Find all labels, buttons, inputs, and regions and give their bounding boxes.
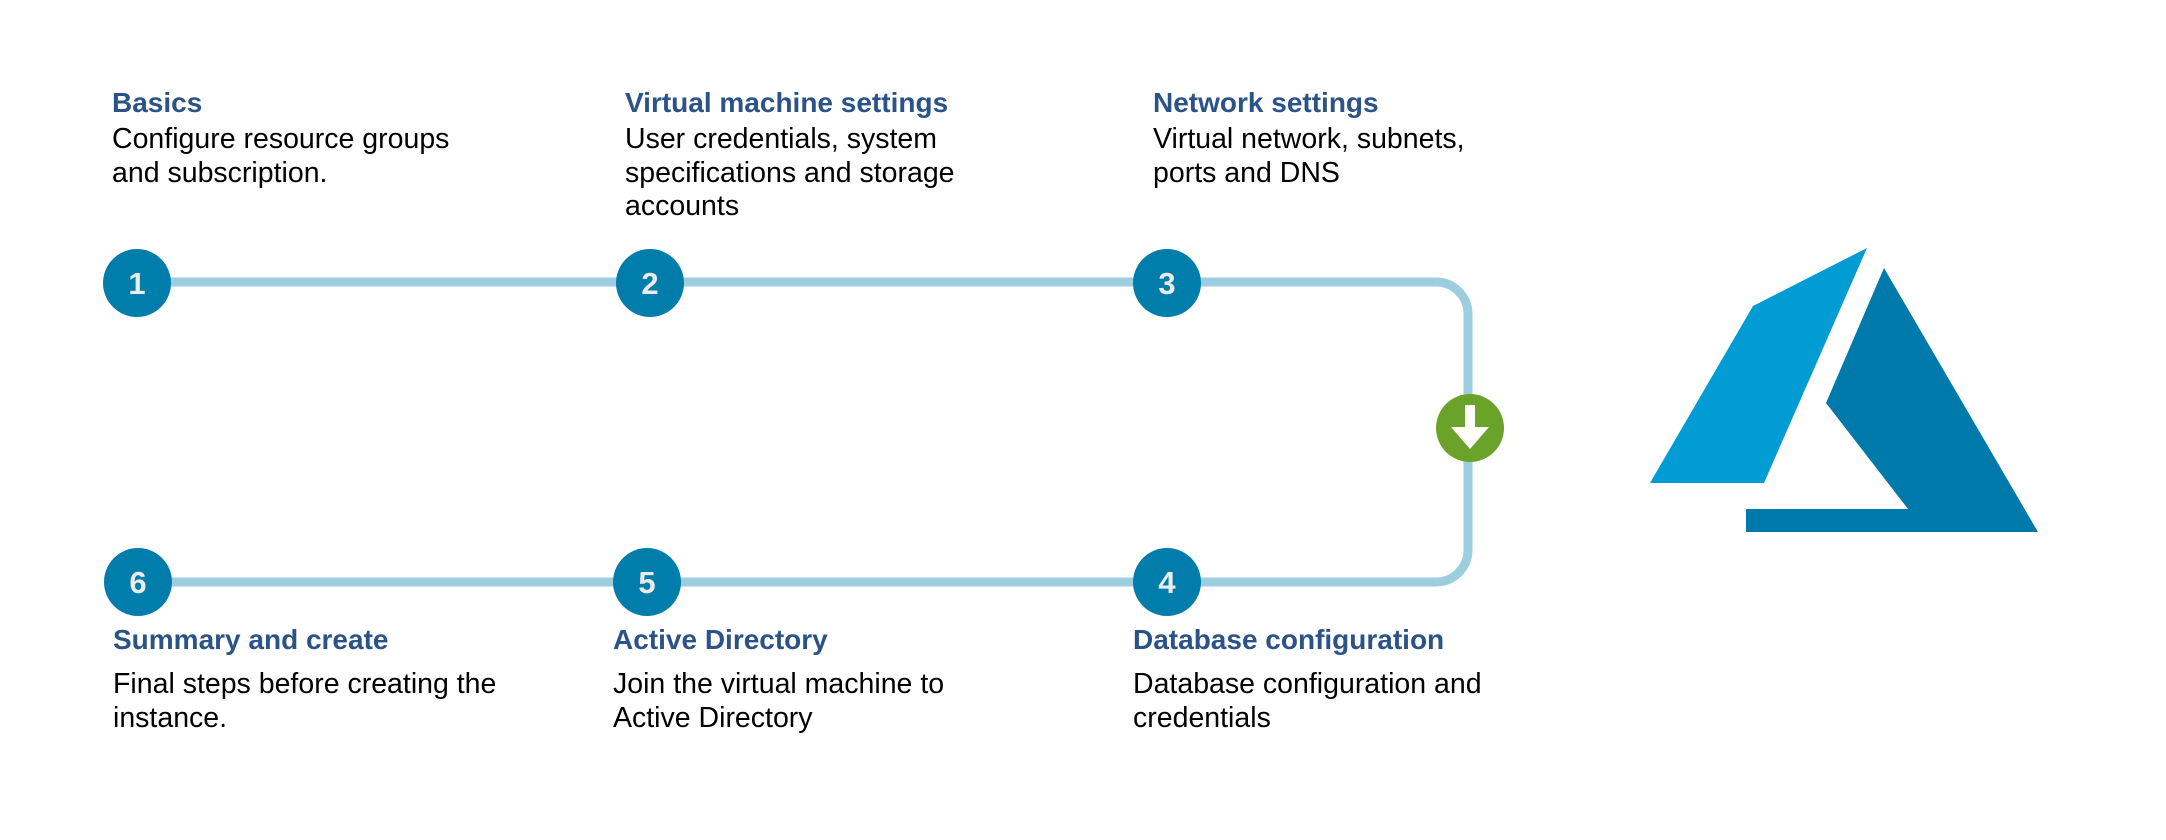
azure-logo-left-shape (1650, 248, 1867, 483)
step-description: Database configuration and credentials (1133, 668, 1482, 734)
step-marker-1: 1 (103, 249, 171, 317)
step-5-text: Active Directory Join the virtual machin… (613, 623, 1073, 735)
step-title: Network settings (1153, 87, 1379, 118)
step-number: 3 (1158, 266, 1175, 301)
azure-logo (1650, 248, 2038, 532)
arrow-down-badge (1436, 394, 1504, 462)
step-marker-5: 5 (613, 548, 681, 616)
step-3-text: Network settings Virtual network, subnet… (1153, 86, 1613, 190)
step-1-text: Basics Configure resource groups and sub… (112, 86, 572, 190)
step-number: 6 (129, 565, 146, 600)
azure-logo-right-shape (1746, 268, 2038, 532)
connector-line (137, 277, 1473, 587)
step-title: Virtual machine settings (625, 87, 949, 118)
step-circle (1133, 548, 1201, 616)
step-title: Active Directory (613, 624, 828, 655)
step-circle (104, 548, 172, 616)
step-circle (616, 249, 684, 317)
step-4-text: Database configuration Database configur… (1133, 623, 1593, 735)
arrow-down-icon (1451, 405, 1489, 449)
step-title: Database configuration (1133, 624, 1445, 655)
step-number: 4 (1158, 565, 1176, 600)
step-marker-6: 6 (104, 548, 172, 616)
step-description: Join the virtual machine to Active Direc… (613, 668, 945, 734)
step-title: Basics (112, 87, 203, 118)
step-number: 1 (128, 266, 145, 301)
step-circle (1133, 249, 1201, 317)
step-6-text: Summary and create Final steps before cr… (113, 623, 573, 735)
step-marker-2: 2 (616, 249, 684, 317)
step-description: Final steps before creating the instance… (113, 668, 497, 734)
step-description: User credentials, system specifications … (625, 123, 955, 222)
step-circle (613, 548, 681, 616)
step-2-text: Virtual machine settings User credential… (625, 86, 1085, 224)
step-marker-3: 3 (1133, 249, 1201, 317)
step-marker-4: 4 (1133, 548, 1201, 616)
step-number: 2 (641, 266, 658, 301)
step-description: Configure resource groups and subscripti… (112, 123, 450, 189)
step-circle (103, 249, 171, 317)
step-title: Summary and create (113, 624, 389, 655)
step-number: 5 (638, 565, 655, 600)
step-description: Virtual network, subnets, ports and DNS (1153, 123, 1465, 189)
